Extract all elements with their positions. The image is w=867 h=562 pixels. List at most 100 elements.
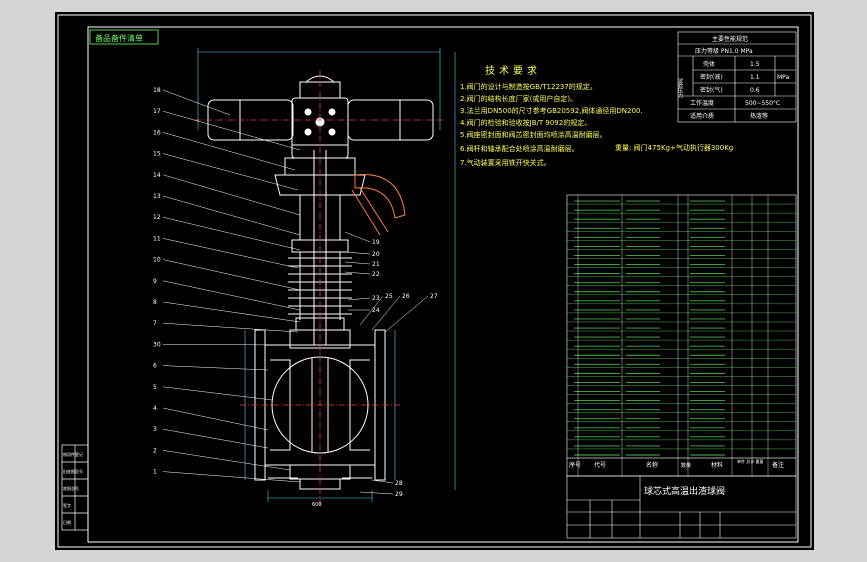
leader-line bbox=[344, 251, 371, 255]
leader-line bbox=[162, 407, 269, 431]
balloon-label: 7 bbox=[153, 320, 157, 327]
balloon-label: 5 bbox=[153, 384, 157, 391]
leader-line bbox=[371, 479, 394, 484]
tech-medium-label: 适用介质 bbox=[690, 112, 714, 120]
inner-frame bbox=[87, 26, 799, 543]
balloon-label: 13 bbox=[153, 193, 161, 200]
balloon-label: 14 bbox=[153, 172, 161, 179]
balloon-label: 20 bbox=[372, 251, 380, 258]
balloon-label: 17 bbox=[153, 108, 161, 115]
leader-line bbox=[162, 132, 296, 171]
leader-line bbox=[162, 344, 291, 346]
tech-row-2-label: 密封(气) bbox=[700, 86, 723, 94]
dimensions bbox=[197, 48, 456, 502]
leader-line bbox=[344, 231, 371, 243]
right-balloons: 19 20 21 22 23 24 25 26 27 28 29 bbox=[344, 231, 438, 498]
tech-table-unit: MPa bbox=[777, 74, 790, 81]
balloon-label: 25 bbox=[385, 293, 393, 300]
leader-line bbox=[162, 110, 301, 151]
tech-row-0-label: 壳体 bbox=[703, 60, 715, 68]
leader-line bbox=[162, 89, 231, 116]
tech-table-group: 试验压力 bbox=[677, 77, 683, 99]
left-strip-label-4: 日期 bbox=[63, 519, 71, 525]
tech-row-1-label: 密封(液) bbox=[700, 73, 723, 81]
balloon-label: 1 bbox=[153, 469, 157, 476]
balloon-label: 15 bbox=[153, 151, 161, 158]
left-strip-label-3: 签字 bbox=[63, 502, 71, 508]
centerlines bbox=[195, 70, 445, 505]
leader-line bbox=[162, 450, 291, 471]
balloon-label: 2 bbox=[153, 447, 157, 454]
balloon-label: 4 bbox=[153, 405, 157, 412]
title-block bbox=[566, 475, 797, 539]
bom-header-6: 备注 bbox=[772, 461, 784, 469]
balloon-label: 23 bbox=[372, 295, 380, 302]
balloon-label: 8 bbox=[153, 299, 157, 306]
leader-line bbox=[344, 261, 371, 265]
note-3: 3.法兰用DN500的尺寸参考GB20592,阀体通径用DN200. bbox=[460, 106, 643, 115]
leader-line bbox=[162, 216, 301, 251]
tech-temp-value: 500~550°C bbox=[745, 100, 780, 107]
note-6: 6.阀杆和轴承配合处喷涂高温耐磨层。 bbox=[460, 144, 579, 153]
leader-line bbox=[162, 365, 269, 371]
leader-line bbox=[359, 491, 394, 495]
balloon-label: 12 bbox=[153, 214, 161, 221]
leader-line bbox=[162, 195, 301, 236]
leader-line bbox=[162, 386, 273, 401]
title-block-name: 球芯式高温出渣球阀 bbox=[644, 485, 725, 497]
leader-line bbox=[162, 280, 301, 311]
note-1: 1.阀门的设计与制造按GB/T12237的规定。 bbox=[460, 82, 597, 91]
leader-line bbox=[162, 259, 301, 291]
leader-line bbox=[371, 295, 401, 331]
tech-table-pressure: 压力等级 PN1.0 MPa bbox=[695, 47, 753, 55]
leader-line bbox=[384, 295, 429, 333]
bom-header-5: 单件 总计 重量 bbox=[737, 458, 764, 464]
top-left-tag: 备品备件清单 bbox=[95, 33, 143, 43]
bom-header-0: 序号 bbox=[569, 461, 581, 469]
tech-table-header: 主要性能规范 bbox=[712, 35, 748, 43]
tech-medium-value: 热渣等 bbox=[750, 112, 768, 120]
leader-line bbox=[162, 428, 269, 449]
leader-line bbox=[162, 174, 301, 216]
bom-header-2: 名称 bbox=[646, 461, 658, 469]
leader-line bbox=[344, 271, 371, 275]
balloon-label: 24 bbox=[372, 307, 380, 314]
note-2: 2.阀门的结构长度厂家(或用户自定)。 bbox=[460, 94, 577, 103]
balloon-label: 30 bbox=[153, 341, 161, 348]
left-strip-label-2: 底图总号 bbox=[63, 485, 79, 491]
leader-line bbox=[162, 238, 299, 269]
balloon-label: 22 bbox=[372, 271, 380, 278]
tech-spec-table bbox=[677, 31, 797, 123]
balloon-label: 10 bbox=[153, 257, 161, 264]
balloon-label: 11 bbox=[153, 235, 161, 242]
balloon-label: 9 bbox=[153, 278, 157, 285]
bom-header-1: 代号 bbox=[594, 461, 606, 469]
balloon-label: 29 bbox=[395, 491, 403, 498]
dim-bottom-label: 600 bbox=[312, 502, 322, 508]
balloon-label: 28 bbox=[395, 480, 403, 487]
note-4: 4.阀门的检验和验收按JB/T 9092的规定。 bbox=[460, 118, 591, 127]
balloon-label: 19 bbox=[372, 239, 380, 246]
balloon-label: 21 bbox=[372, 261, 380, 268]
note-5: 5.阀座密封面和阀芯密封面均喷涂高温耐磨层。 bbox=[460, 130, 607, 139]
balloon-label: 16 bbox=[153, 129, 161, 136]
balloon-label: 26 bbox=[402, 293, 410, 300]
drawing-sheet bbox=[55, 12, 814, 550]
tech-row-2-value: 0.6 bbox=[750, 87, 760, 94]
bom-header-3: 数量 bbox=[681, 462, 691, 469]
tech-temp-label: 工作温度 bbox=[690, 99, 714, 107]
weight-note: 重量: 阀门475Kg+气动执行器300Kg bbox=[615, 143, 733, 152]
left-strip-label-0: 借用件登记 bbox=[63, 451, 83, 457]
leader-line bbox=[162, 322, 299, 333]
left-strip bbox=[61, 444, 89, 531]
left-strip-label-1: 旧底图总号 bbox=[63, 468, 83, 474]
note-7: 7.气动装置采用铁开快关式。 bbox=[460, 158, 551, 167]
bom-table bbox=[566, 194, 797, 477]
balloon-label: 3 bbox=[153, 426, 157, 433]
leader-line bbox=[359, 295, 384, 326]
balloon-label: 6 bbox=[153, 363, 157, 370]
tech-row-0-value: 1.5 bbox=[750, 61, 760, 68]
balloon-label: 27 bbox=[430, 293, 438, 300]
